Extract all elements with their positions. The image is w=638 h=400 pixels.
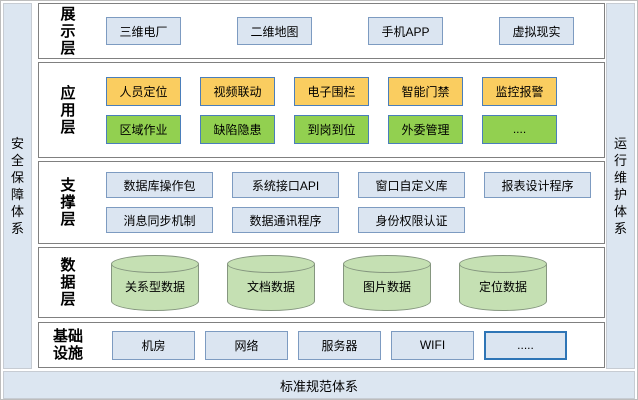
database-cylinder-relational: 关系型数据 [111, 254, 199, 311]
database-cylinder-positioning: 定位数据 [459, 254, 547, 311]
layer-data-content: 关系型数据 文档数据 图片数据 定位数据 [97, 248, 604, 317]
support-item-identity-auth: 身份权限认证 [358, 207, 465, 233]
app-item-ellipsis: .... [482, 114, 557, 144]
display-item-2d-map: 二维地图 [237, 17, 312, 45]
app-item-personnel-positioning: 人员定位 [106, 76, 181, 106]
cylinder-top [343, 254, 431, 273]
infra-item-ellipsis: ..... [484, 330, 567, 360]
cylinder-label: 定位数据 [478, 279, 527, 294]
data-row: 关系型数据 文档数据 图片数据 定位数据 [97, 254, 600, 311]
application-row-2: 区域作业 缺陷隐患 到岗到位 外委管理 .... [97, 114, 600, 144]
cylinder-top [459, 254, 547, 273]
app-item-on-duty-arrival: 到岗到位 [294, 114, 369, 144]
display-item-virtual-reality: 虚拟现实 [499, 17, 574, 45]
support-item-report-designer: 报表设计程序 [484, 172, 591, 198]
bottom-bar-standards-system: 标准规范体系 [3, 371, 635, 399]
app-item-electronic-fence: 电子围栏 [294, 76, 369, 106]
support-item-custom-window-library: 窗口自定义库 [358, 172, 465, 198]
layer-data: 数 据 层 关系型数据 文档数据 图片数据 [38, 247, 605, 318]
infra-item-server: 服务器 [298, 330, 381, 360]
layer-infrastructure-content: 机房 网络 服务器 WIFI ..... [97, 323, 604, 367]
layer-display: 展 示 层 三维电厂 二维地图 手机APP 虚拟现实 [38, 3, 605, 59]
left-bar-security-system: 安 全 保 障 体 系 [3, 3, 32, 369]
infrastructure-row: 机房 网络 服务器 WIFI ..... [97, 330, 600, 360]
layer-application-content: 人员定位 视频联动 电子围栏 智能门禁 监控报警 区域作业 缺陷隐患 到岗到位 … [97, 63, 604, 157]
right-bar-operation-maintenance-system: 运 行 维 护 体 系 [606, 3, 635, 369]
app-item-defect-hazard: 缺陷隐患 [200, 114, 275, 144]
support-item-message-sync: 消息同步机制 [106, 207, 213, 233]
infra-item-network: 网络 [205, 330, 288, 360]
cylinder-top [227, 254, 315, 273]
layer-application: 应 用 层 人员定位 视频联动 电子围栏 智能门禁 监控报警 区域作业 缺陷隐患… [38, 62, 605, 158]
display-item-3d-plant: 三维电厂 [106, 17, 181, 45]
layer-support: 支 撑 层 数据库操作包 系统接口API 窗口自定义库 报表设计程序 消息同步机… [38, 161, 605, 244]
app-item-video-linkage: 视频联动 [200, 76, 275, 106]
app-item-monitoring-alarm: 监控报警 [482, 76, 557, 106]
support-item-database-toolkit: 数据库操作包 [106, 172, 213, 198]
application-row-1: 人员定位 视频联动 电子围栏 智能门禁 监控报警 [97, 76, 600, 106]
layer-display-content: 三维电厂 二维地图 手机APP 虚拟现实 [97, 4, 604, 58]
cylinder-label: 关系型数据 [124, 279, 185, 294]
infra-item-wifi: WIFI [391, 330, 474, 360]
layer-support-content: 数据库操作包 系统接口API 窗口自定义库 报表设计程序 消息同步机制 数据通讯… [97, 162, 604, 243]
app-item-area-operations: 区域作业 [106, 114, 181, 144]
layer-application-label: 应 用 层 [60, 84, 76, 136]
display-item-mobile-app: 手机APP [368, 17, 443, 45]
cylinder-top [111, 254, 199, 273]
database-cylinder-document: 文档数据 [227, 254, 315, 311]
layer-support-label: 支 撑 层 [60, 177, 76, 228]
cylinder-label: 文档数据 [246, 279, 295, 294]
cylinder-label: 图片数据 [362, 279, 411, 294]
layer-infrastructure: 基础 设施 机房 网络 服务器 WIFI ..... [38, 322, 605, 368]
support-item-system-api: 系统接口API [232, 172, 339, 198]
app-item-smart-access-control: 智能门禁 [388, 76, 463, 106]
infra-item-machine-room: 机房 [112, 330, 195, 360]
support-row-1: 数据库操作包 系统接口API 窗口自定义库 报表设计程序 [97, 172, 600, 198]
layer-display-label: 展 示 层 [60, 5, 76, 57]
database-cylinder-image: 图片数据 [343, 254, 431, 311]
support-row-2: 消息同步机制 数据通讯程序 身份权限认证 [97, 207, 600, 233]
layer-infrastructure-label: 基础 设施 [52, 328, 83, 362]
app-item-outsourcing-management: 外委管理 [388, 114, 463, 144]
display-row: 三维电厂 二维地图 手机APP 虚拟现实 [97, 17, 600, 45]
layer-data-label: 数 据 层 [60, 257, 76, 308]
support-item-data-comm-program: 数据通讯程序 [232, 207, 339, 233]
